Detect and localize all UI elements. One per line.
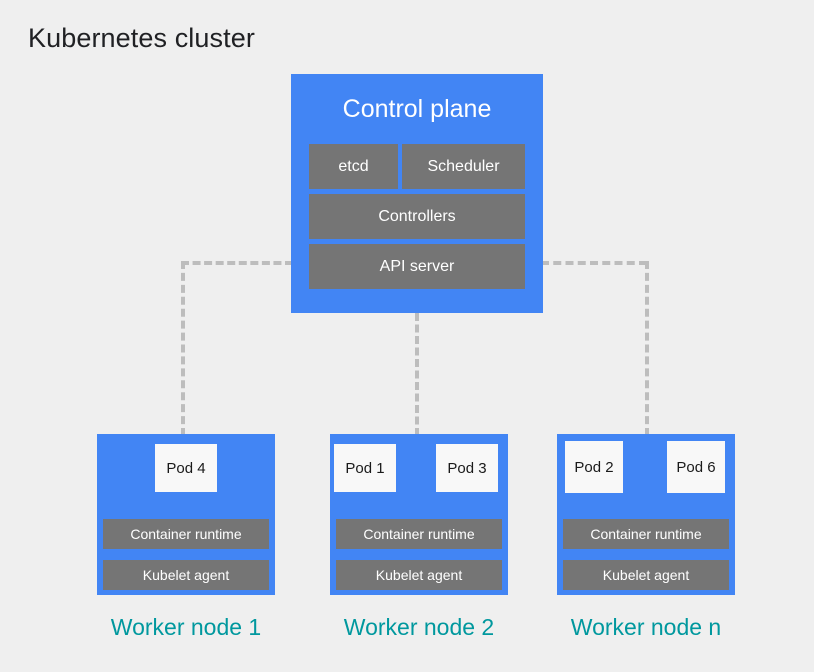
worker-node-n-label: Worker node n	[570, 614, 722, 640]
connector-control-plane-to-worker-node-2-vertical	[415, 313, 419, 436]
worker-node-1-label: Worker node 1	[110, 614, 262, 640]
worker-node-n-kubelet-agent: Kubelet agent	[563, 560, 729, 590]
connector-control-plane-to-worker-node-n-horizontal	[541, 261, 647, 265]
worker-node-1-container-runtime: Container runtime	[103, 519, 269, 549]
connector-control-plane-to-worker-node-1-horizontal	[181, 261, 293, 265]
worker-node-2-kubelet-agent: Kubelet agent	[336, 560, 502, 590]
worker-node-n-container-runtime: Container runtime	[563, 519, 729, 549]
worker-node-2-label: Worker node 2	[343, 614, 495, 640]
worker-node-n-pod-6: Pod 6	[667, 441, 725, 493]
worker-node-2-container-runtime: Container runtime	[336, 519, 502, 549]
control-plane-component-scheduler: Scheduler	[402, 144, 525, 189]
worker-node-2-pod-3: Pod 3	[436, 444, 498, 492]
page-title: Kubernetes cluster	[28, 23, 255, 53]
control-plane-component-controllers: Controllers	[309, 194, 525, 239]
worker-node-1-kubelet-agent: Kubelet agent	[103, 560, 269, 590]
connector-control-plane-to-worker-node-n-vertical	[645, 261, 649, 436]
worker-node-2-pod-1: Pod 1	[334, 444, 396, 492]
connector-control-plane-to-worker-node-1-vertical	[181, 261, 185, 436]
control-plane-component-api-server: API server	[309, 244, 525, 289]
worker-node-1-pod-4: Pod 4	[155, 444, 217, 492]
worker-node-n-pod-2: Pod 2	[565, 441, 623, 493]
control-plane-title: Control plane	[342, 95, 492, 123]
control-plane-component-etcd: etcd	[309, 144, 398, 189]
